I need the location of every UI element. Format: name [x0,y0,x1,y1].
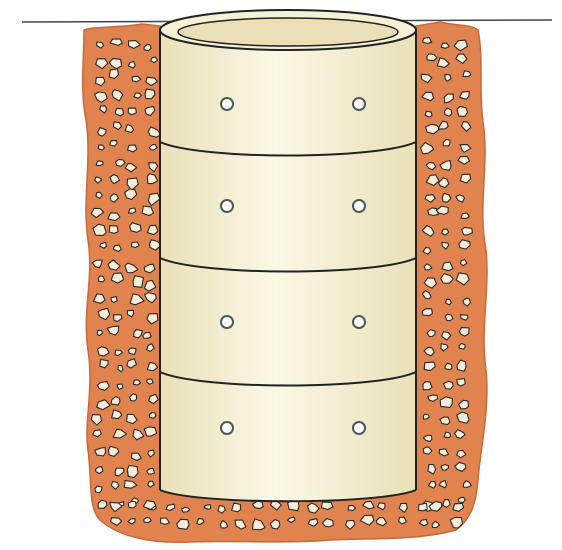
gravel-pebble [142,206,153,216]
perforation-hole [221,200,233,212]
gravel-pebble [399,517,407,524]
gravel-pebble [128,145,137,152]
gravel-pebble [444,432,451,438]
gravel-pebble [182,507,190,512]
gravel-pebble [133,276,143,288]
gravel-pebble [445,108,452,116]
gravel-pebble [95,486,102,493]
gravel-pebble [443,500,451,508]
gravel-pebble [128,501,136,508]
well-body [160,30,416,501]
gravel-pebble [117,384,123,389]
gravel-pebble [440,417,450,425]
gravel-pebble [131,242,139,248]
gravel-pebble [459,344,465,350]
gravel-pebble [458,497,465,502]
perforation-hole [353,98,365,110]
perforation-hole [353,200,365,212]
gravel-pebble [109,226,118,234]
gravel-pebble [445,314,453,321]
perforation-hole [353,316,365,328]
gravel-pebble [423,382,432,390]
gravel-pebble [418,503,427,511]
gravel-pebble [422,309,432,316]
perforation-hole [353,422,365,434]
gravel-pebble [446,299,452,305]
gravel-pebble [462,227,473,235]
gravel-pebble [459,328,469,337]
well-rim-inner [178,18,398,46]
gravel-pebble [111,297,117,303]
gravel-pebble [425,111,432,117]
gravel-pebble [232,503,241,512]
gravel-pebble [144,518,152,523]
gravel-pebble [149,413,155,419]
perforation-hole [221,98,233,110]
gravel-pebble [463,71,471,77]
concrete-ring-well [160,10,416,501]
gravel-pebble [144,427,157,436]
gravel-pebble [457,106,468,116]
gravel-pebble [128,208,135,213]
gravel-pebble [133,380,140,385]
gravel-pebble [115,108,123,116]
gravel-pebble [96,161,103,166]
gravel-pebble [144,45,151,51]
gravel-pebble [110,141,117,147]
gravel-pebble [445,363,452,369]
gravel-pebble [204,505,211,510]
gravel-pebble [128,348,136,355]
perforation-hole [221,422,233,434]
perforation-hole [221,316,233,328]
gravel-pebble [98,276,104,282]
